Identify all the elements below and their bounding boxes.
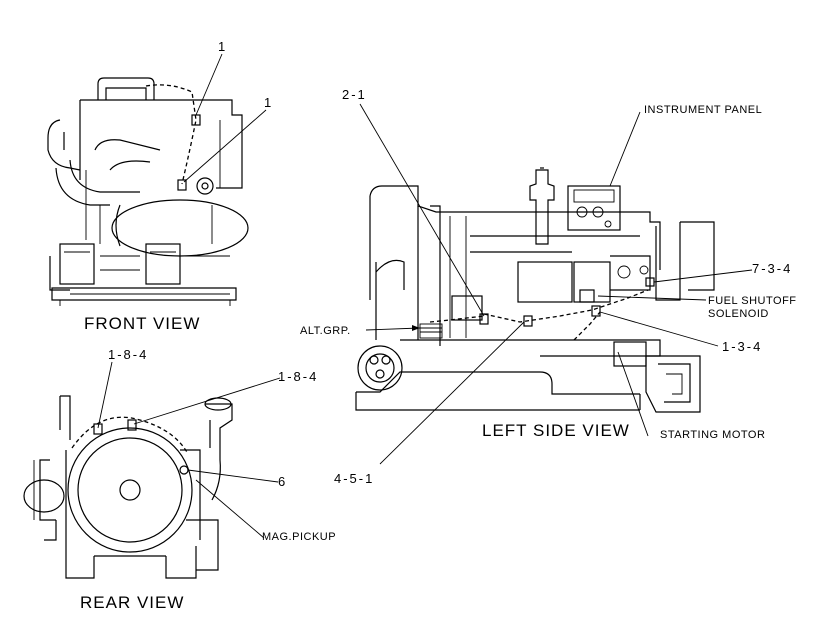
- callout-side-734: 7-3-4: [752, 261, 793, 276]
- rear-view-title: REAR VIEW: [80, 593, 185, 612]
- left-side-view-title: LEFT SIDE VIEW: [482, 421, 630, 440]
- front-view-title: FRONT VIEW: [84, 314, 201, 333]
- left-side-view-engine: [355, 103, 753, 465]
- label-instrument-panel: INSTRUMENT PANEL: [644, 104, 763, 116]
- callout-rear-184b: 1-8-4: [278, 369, 319, 384]
- label-alt-grp: ALT.GRP.: [300, 325, 351, 337]
- callout-side-21: 2-1: [342, 87, 367, 102]
- label-starting-motor: STARTING MOTOR: [660, 429, 766, 441]
- label-fuel-shutoff: FUEL SHUTOFF: [708, 295, 797, 307]
- callout-rear-6: 6: [278, 474, 288, 489]
- callout-side-134: 1-3-4: [722, 339, 763, 354]
- callout-front-1b: 1: [264, 95, 274, 110]
- callout-rear-184a: 1-8-4: [108, 347, 149, 362]
- callout-front-1a: 1: [218, 39, 228, 54]
- rear-view-engine: [23, 361, 281, 579]
- callout-side-451: 4-5-1: [334, 471, 375, 486]
- front-view-engine: [47, 53, 267, 306]
- label-solenoid: SOLENOID: [708, 308, 769, 320]
- label-mag-pickup: MAG.PICKUP: [262, 531, 337, 543]
